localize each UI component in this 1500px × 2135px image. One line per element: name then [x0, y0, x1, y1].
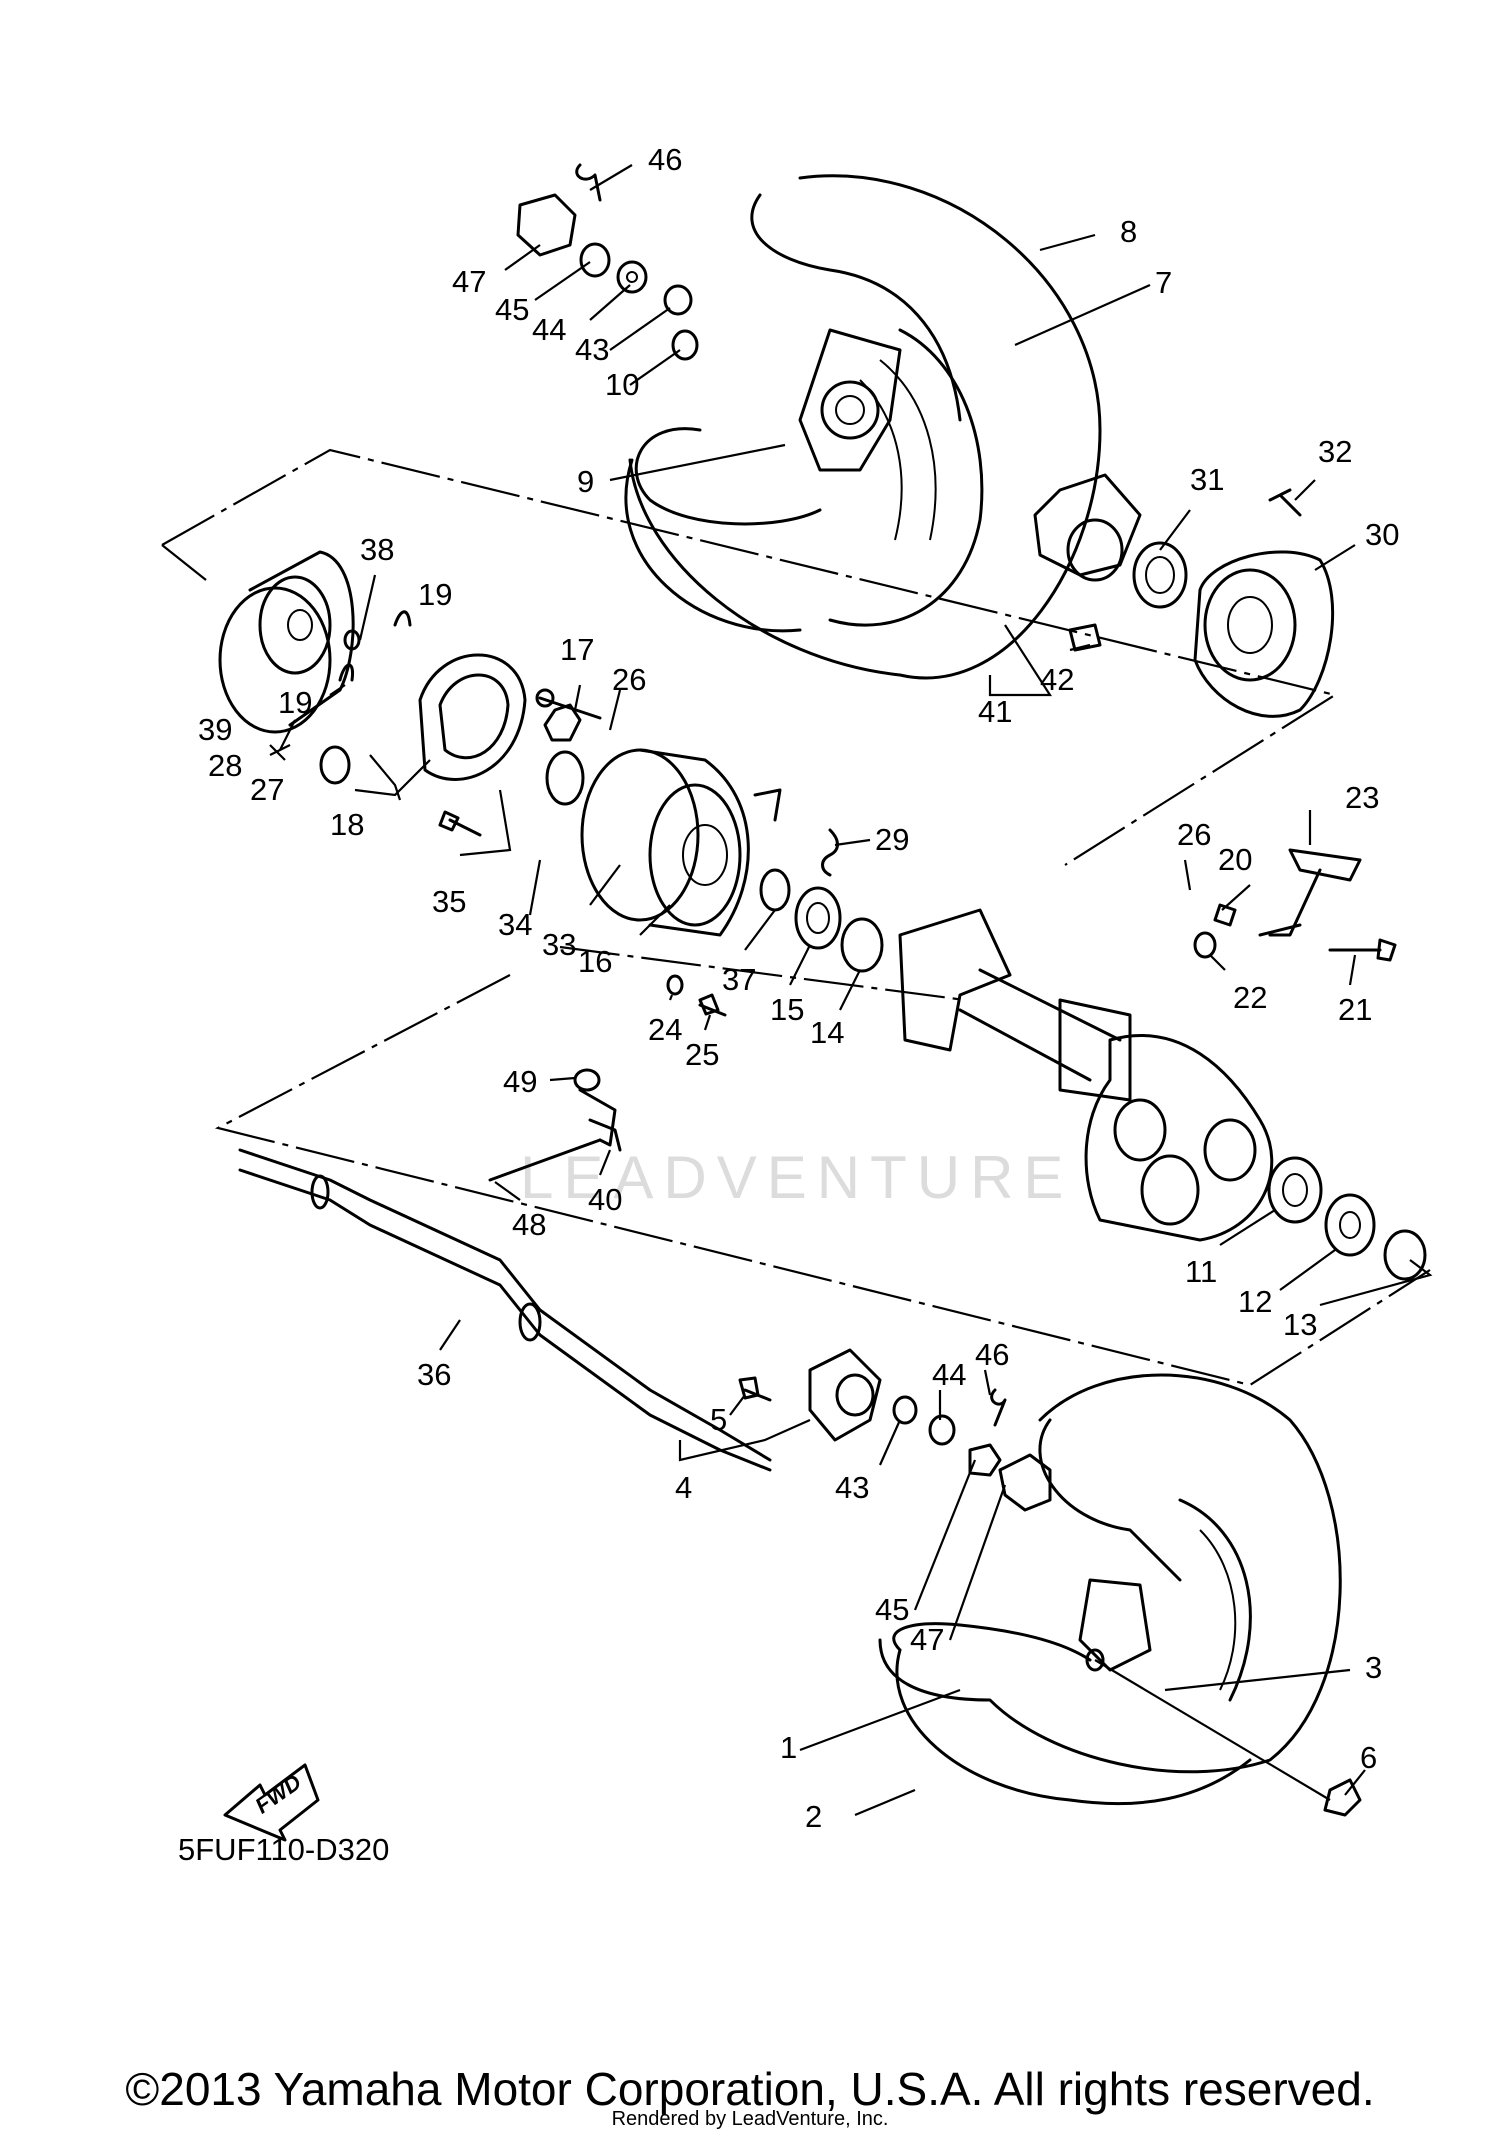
callout-20: 20 — [1218, 842, 1252, 877]
callout-43-lower: 43 — [835, 1470, 869, 1505]
fwd-label: FWD — [250, 1769, 305, 1818]
callout-31: 31 — [1190, 462, 1224, 497]
callout-49: 49 — [503, 1064, 537, 1099]
callout-32: 32 — [1318, 434, 1352, 469]
callout-44-lower: 44 — [932, 1357, 966, 1392]
callout-15: 15 — [770, 992, 804, 1027]
watermark-text: LEADVENTURE — [520, 1144, 1073, 1211]
rendered-by-notice: Rendered by LeadVenture, Inc. — [611, 2108, 889, 2130]
brake-arm — [1193, 848, 1397, 962]
brake-shoes — [319, 610, 585, 806]
upper-axle-nut-hardware — [516, 163, 699, 361]
callout-10: 10 — [605, 367, 639, 402]
callout-2: 2 — [805, 1799, 822, 1834]
leader-lines — [269, 164, 1433, 1817]
callout-labels: 46 47 45 44 43 10 8 7 9 31 32 30 42 41 3… — [198, 142, 1399, 1834]
callout-9: 9 — [577, 464, 594, 499]
callout-33: 33 — [542, 927, 576, 962]
callout-12: 12 — [1238, 1284, 1272, 1319]
callout-34: 34 — [498, 907, 532, 942]
callout-41: 41 — [978, 694, 1012, 729]
callout-28: 28 — [208, 748, 242, 783]
callout-42: 42 — [1040, 662, 1074, 697]
brake-camshaft — [438, 688, 602, 837]
callout-26-right: 26 — [1177, 817, 1211, 852]
callout-26-top: 26 — [612, 662, 646, 697]
drive-shaft — [238, 1148, 772, 1472]
callout-30: 30 — [1365, 517, 1399, 552]
callout-18: 18 — [330, 807, 364, 842]
callout-35: 35 — [432, 884, 466, 919]
callout-40: 40 — [588, 1182, 622, 1217]
callout-46-lower: 46 — [975, 1337, 1009, 1372]
assembly-frames — [161, 448, 1431, 1387]
callout-45: 45 — [495, 292, 529, 327]
upper-hub-assembly — [1033, 473, 1335, 718]
callout-19-top: 19 — [418, 577, 452, 612]
callout-22: 22 — [1233, 980, 1267, 1015]
callout-8: 8 — [1120, 214, 1137, 249]
small-fittings — [488, 974, 727, 1182]
lower-hub — [738, 1348, 1052, 1512]
callout-36: 36 — [417, 1357, 451, 1392]
callout-43: 43 — [575, 332, 609, 367]
callout-47-lower: 47 — [910, 1622, 944, 1657]
callout-45-lower: 45 — [875, 1592, 909, 1627]
upper-wheel-tire — [624, 174, 1102, 680]
callout-23: 23 — [1345, 780, 1379, 815]
callout-25: 25 — [685, 1037, 719, 1072]
callout-44: 44 — [532, 312, 566, 347]
copyright-notice: ©2013 Yamaha Motor Corporation, U.S.A. A… — [125, 2063, 1375, 2115]
callout-16: 16 — [578, 944, 612, 979]
callout-29: 29 — [875, 822, 909, 857]
callout-13: 13 — [1283, 1307, 1317, 1342]
callout-47: 47 — [452, 264, 486, 299]
callout-3: 3 — [1365, 1650, 1382, 1685]
callout-39: 39 — [198, 712, 232, 747]
fwd-direction-arrow: FWD — [223, 1763, 320, 1842]
callout-46: 46 — [648, 142, 682, 177]
rear-axle-housing — [898, 908, 1274, 1242]
brake-panel — [580, 748, 839, 937]
callout-27: 27 — [250, 772, 284, 807]
callout-1: 1 — [780, 1730, 797, 1765]
callout-17: 17 — [560, 632, 594, 667]
callout-19-left: 19 — [278, 685, 312, 720]
lower-wheel-tire — [878, 1373, 1362, 1817]
callout-48: 48 — [512, 1207, 546, 1242]
callout-21: 21 — [1338, 992, 1372, 1027]
callout-24: 24 — [648, 1012, 682, 1047]
brake-drum — [218, 550, 355, 734]
callout-38: 38 — [360, 532, 394, 567]
axle-bearings-lower — [1267, 1156, 1427, 1281]
callout-7: 7 — [1155, 265, 1172, 300]
callout-11: 11 — [1185, 1254, 1217, 1289]
callout-5: 5 — [710, 1402, 727, 1437]
callout-6: 6 — [1360, 1740, 1377, 1775]
callout-37: 37 — [722, 962, 756, 997]
axle-bearings-upper — [759, 868, 884, 973]
callout-14: 14 — [810, 1015, 844, 1050]
callout-4: 4 — [675, 1470, 692, 1505]
diagram-code: 5FUF110-D320 — [178, 1832, 389, 1867]
